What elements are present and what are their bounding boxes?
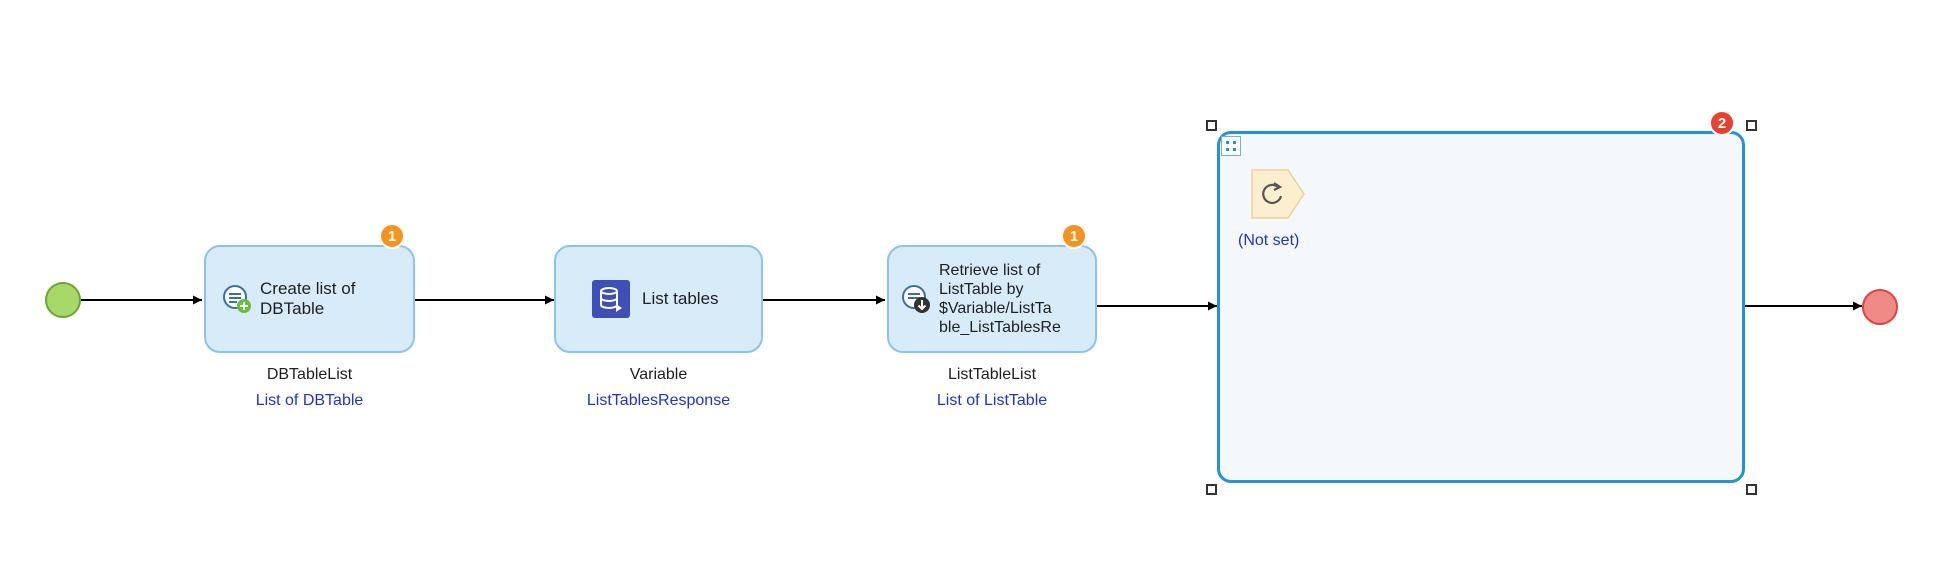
loop-container[interactable] [1217,131,1745,483]
activity-retrieve-list-label-line: ble_ListTablesRe [939,319,1061,336]
activity-retrieve-list-label-line: ListTable by [939,281,1024,298]
loop-iterator-icon[interactable] [1250,168,1306,220]
resize-handle-bottom-left[interactable] [1206,484,1217,495]
resize-handle-top-left[interactable] [1206,120,1217,131]
activity-list-tables-output: Variable ListTablesResponse [554,362,763,414]
create-list-icon [222,284,252,314]
activity-create-list-label-line: Create list of [260,279,356,298]
warning-badge[interactable]: 1 [379,223,405,249]
activity-create-list-label: Create list of DBTable [260,279,355,319]
loop-iterator-label[interactable]: (Not set) [1238,232,1300,249]
error-badge[interactable]: 2 [1709,110,1735,136]
activity-list-tables[interactable]: List tables [554,245,763,353]
warning-badge[interactable]: 1 [1061,223,1087,249]
loop-corner-icon [1221,136,1241,156]
retrieve-icon [901,284,931,314]
output-variable-name: ListTableList [947,366,1037,383]
activity-create-list-output: DBTableList List of DBTable [204,362,415,414]
output-variable-type: ListTablesResponse [586,392,731,409]
activity-retrieve-list[interactable]: Retrieve list of ListTable by $Variable/… [887,245,1097,353]
output-variable-type: List of ListTable [936,392,1048,409]
resize-handle-top-right[interactable] [1746,120,1757,131]
start-event[interactable] [45,282,81,318]
activity-retrieve-list-output: ListTableList List of ListTable [887,362,1097,414]
activity-create-list[interactable]: Create list of DBTable [204,245,415,353]
activity-list-tables-label: List tables [642,289,719,308]
database-action-icon [592,280,630,318]
output-variable-name: Variable [629,366,688,383]
activity-retrieve-list-label-line: $Variable/ListTa [939,300,1052,317]
activity-retrieve-list-label: Retrieve list of ListTable by $Variable/… [939,261,1061,337]
resize-handle-bottom-right[interactable] [1746,484,1757,495]
activity-create-list-label-line: DBTable [260,299,325,318]
output-variable-type: List of DBTable [255,392,364,409]
activity-retrieve-list-label-line: Retrieve list of [939,262,1041,279]
output-variable-name: DBTableList [266,366,353,383]
end-event[interactable] [1862,289,1898,325]
